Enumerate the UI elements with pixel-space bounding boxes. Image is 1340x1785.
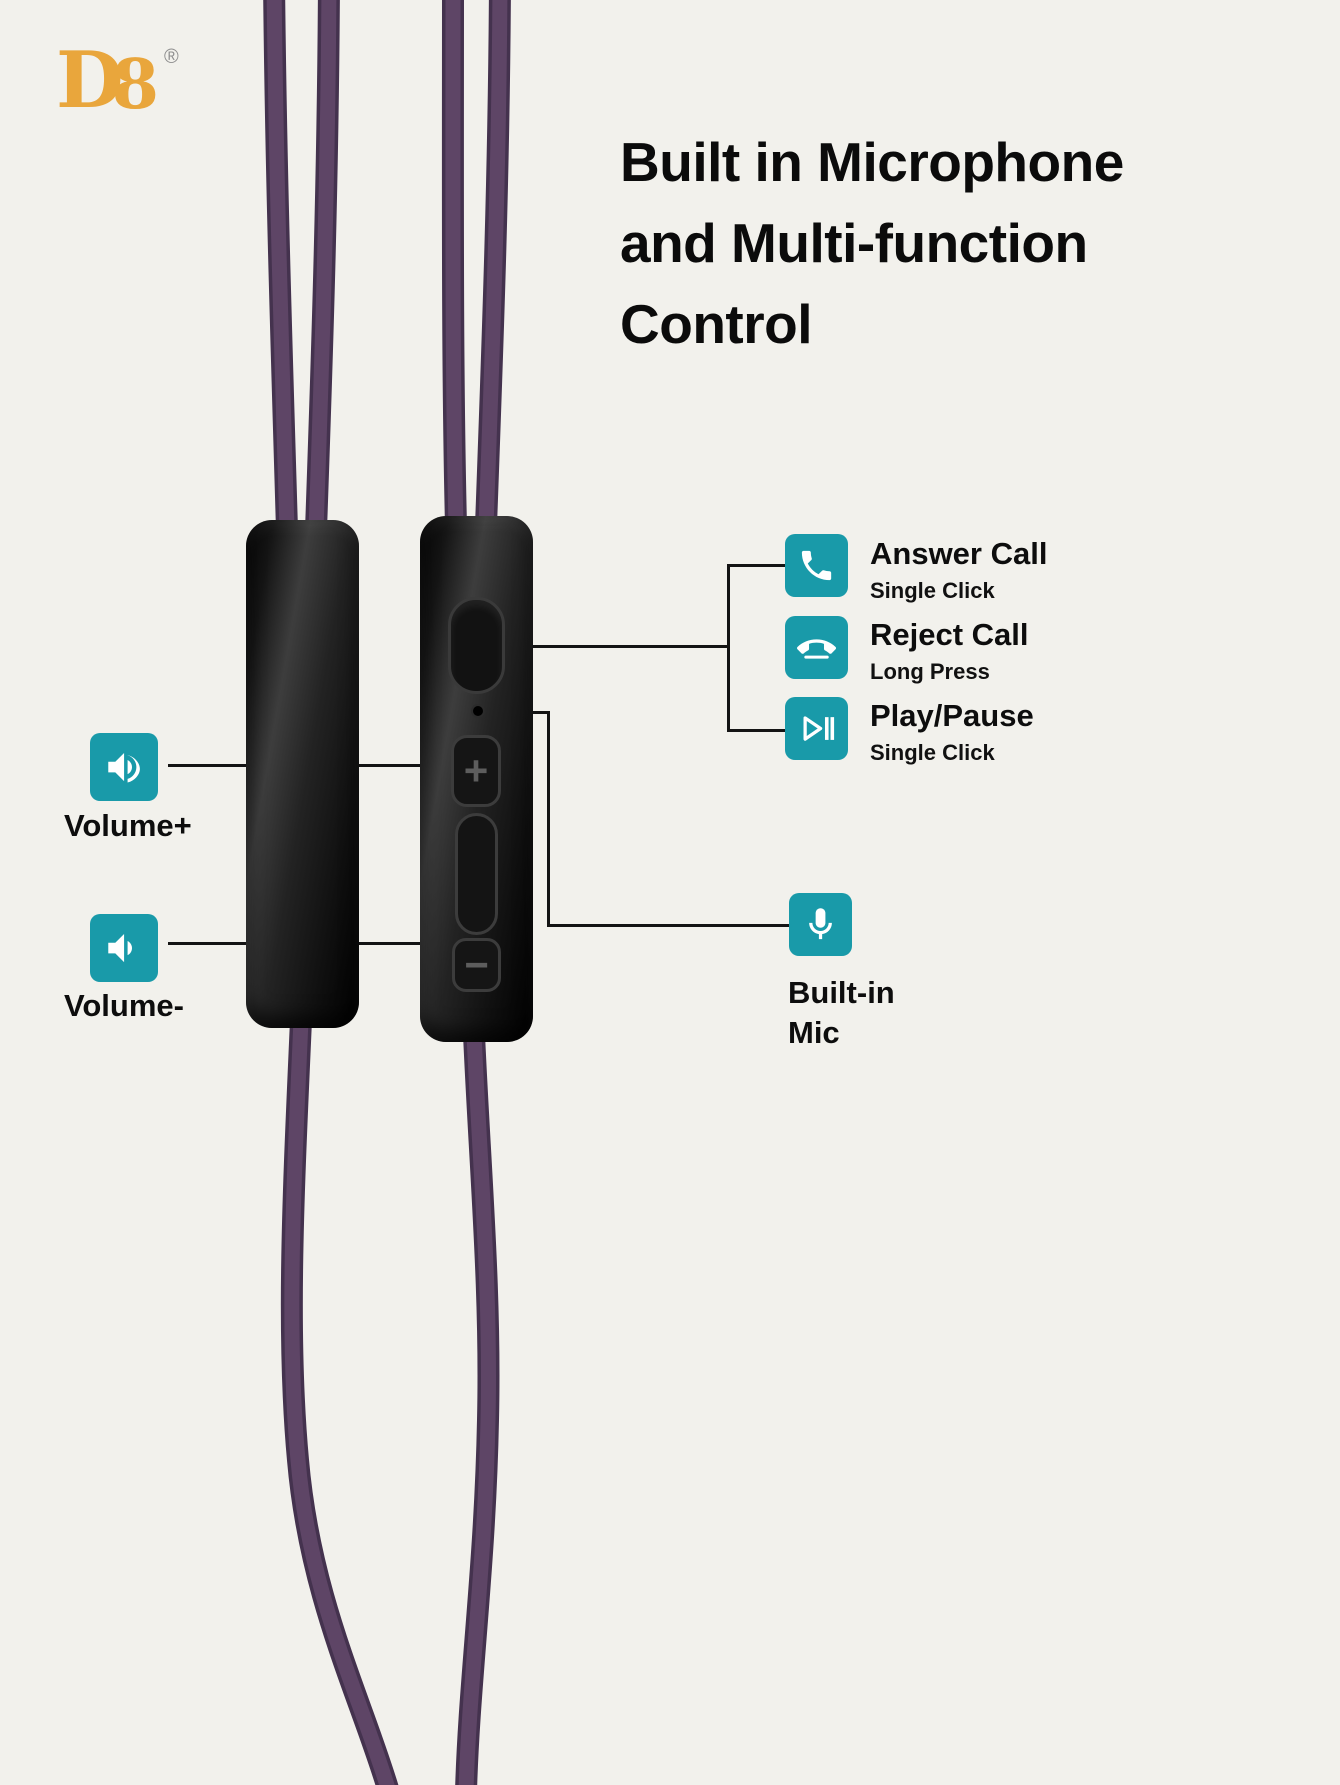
title-line-2: and Multi-function [620, 212, 1088, 274]
reject-call-label: Reject Call [870, 617, 1029, 652]
reject-call-tile [785, 616, 848, 679]
volume-down-button: − [452, 938, 501, 992]
play-pause-label: Play/Pause [870, 698, 1034, 733]
rocker-center [455, 813, 498, 935]
volume-up-tile [90, 733, 158, 801]
multifunction-button [448, 597, 505, 694]
connector-mic-horizontal-2 [547, 924, 791, 927]
page-title: Built in Microphone and Multi-function C… [620, 122, 1124, 365]
connector-stub-answer-call [727, 564, 787, 567]
volume-up-button: + [451, 735, 501, 807]
cable-lower-right [455, 1033, 500, 1785]
title-line-3: Control [620, 293, 813, 355]
microphone-icon [809, 908, 832, 940]
built-in-mic-tile [789, 893, 852, 956]
answer-call-label: Answer Call [870, 536, 1048, 571]
answer-call-tile [785, 534, 848, 597]
cable-right-pair [441, 0, 511, 527]
volume-down-tile [90, 914, 158, 982]
brand-logo: D 8 ® [56, 35, 179, 126]
built-in-mic-label-line-2: Mic [788, 1015, 840, 1050]
phone-down-icon [796, 639, 837, 659]
speaker-loud-icon [108, 751, 140, 783]
logo-digit-8: 8 [111, 45, 159, 125]
speaker-low-icon [108, 933, 132, 963]
inline-remote-side-view [246, 520, 359, 1028]
volume-up-symbol: + [463, 747, 489, 794]
volume-up-label: Volume+ [64, 808, 192, 843]
cable-left-pair [263, 0, 340, 531]
built-in-mic-label-line-1: Built-in [788, 975, 895, 1010]
reject-call-detail: Long Press [870, 659, 990, 684]
play-pause-tile [785, 697, 848, 760]
play-pause-icon [803, 716, 835, 741]
connector-line-button [497, 645, 728, 648]
built-in-mic-label: Built-in Mic [788, 973, 895, 1053]
connector-bracket-vertical [727, 564, 730, 732]
volume-down-symbol: − [464, 941, 489, 988]
cable-lower-left [280, 1019, 399, 1785]
phone-icon [801, 550, 832, 581]
inline-remote-front-view: + − [420, 516, 533, 1042]
play-pause-detail: Single Click [870, 740, 995, 765]
answer-call-detail: Single Click [870, 578, 995, 603]
registered-mark: ® [163, 46, 179, 68]
connector-mic-vertical [547, 711, 550, 927]
logo-letter-d: D [56, 35, 124, 126]
volume-down-label: Volume- [64, 988, 184, 1023]
title-line-1: Built in Microphone [620, 131, 1124, 193]
mic-hole [473, 706, 483, 716]
connector-stub-play-pause [727, 729, 787, 732]
